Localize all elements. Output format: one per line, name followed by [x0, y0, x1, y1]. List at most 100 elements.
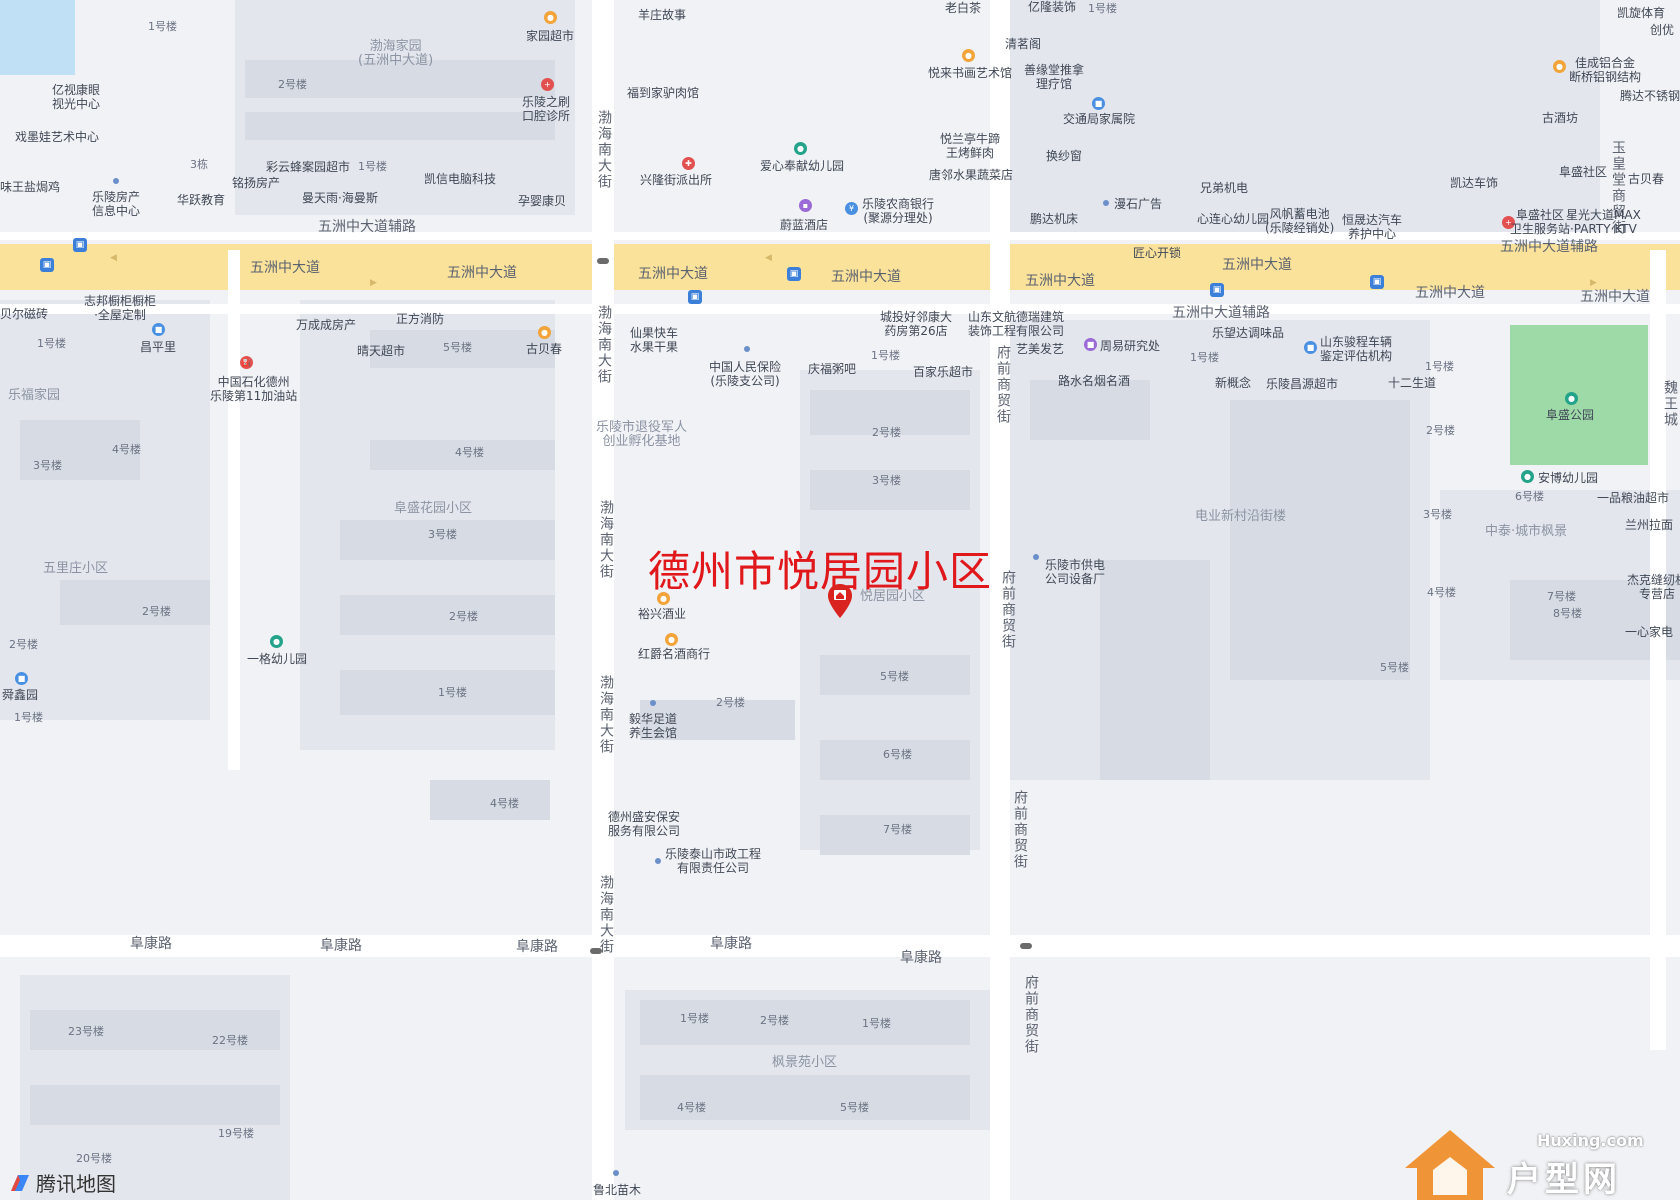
poi-label[interactable]: 一心家电 [1625, 625, 1674, 639]
poi-label[interactable]: 交通局家属院 [1063, 112, 1136, 126]
poi-dot[interactable] [113, 178, 119, 184]
bus-stop-icon[interactable]: ▣ [40, 258, 54, 272]
poi-label[interactable]: 一品粮油超市 [1597, 491, 1670, 505]
poi-label[interactable]: 华跃教育 [177, 193, 226, 207]
poi-label[interactable]: 乐望达调味品 [1212, 326, 1285, 340]
poi-label[interactable]: 路水名烟名酒 [1058, 374, 1131, 388]
fusheng-park[interactable] [1510, 325, 1648, 465]
poi-label[interactable]: 仙果快车 水果干果 [630, 326, 679, 354]
kindergarten-icon[interactable]: ● [1521, 470, 1534, 483]
poi-label[interactable]: 孕婴康贝 [518, 194, 567, 208]
poi-label[interactable]: 福到家驴肉馆 [627, 86, 700, 100]
kindergarten-icon[interactable]: ● [270, 635, 283, 648]
poi-label[interactable]: 阜盛社区 卫生服务站 [1510, 208, 1571, 236]
residence-icon[interactable]: ■ [1092, 97, 1105, 110]
bus-stop-icon[interactable]: ▣ [1370, 275, 1384, 289]
bus-stop-icon[interactable]: ▣ [1210, 283, 1224, 297]
poi-label[interactable]: 乐陵昌源超市 [1266, 377, 1339, 391]
poi-label[interactable]: 中国人民保险 (乐陵支公司) [709, 360, 782, 388]
poi-label[interactable]: 乐陵农商银行 (聚源分理处) [862, 197, 935, 225]
hotel-icon[interactable]: ▪ [799, 199, 812, 212]
poi-label[interactable]: 腾达不锈钢 [1620, 89, 1680, 103]
poi-label[interactable]: 城投好邻康大 药房第26店 [880, 310, 953, 338]
bus-stop-icon[interactable]: ▣ [688, 290, 702, 304]
poi-dot[interactable] [1033, 554, 1039, 560]
poi-label[interactable]: 古酒坊 [1542, 111, 1579, 125]
poi-label[interactable]: 庆福粥吧 [808, 362, 857, 376]
poi-label[interactable]: 风帆蓄电池 (乐陵经销处) [1265, 207, 1335, 235]
poi-label[interactable]: 悦兰亭牛蹄 王烤鲜肉 [940, 132, 1001, 160]
poi-label[interactable]: 古贝春 [1628, 172, 1665, 186]
residence-icon[interactable]: ■ [1084, 338, 1097, 351]
shop-icon[interactable]: ● [665, 633, 678, 646]
poi-label[interactable]: 悦来书画艺术馆 [928, 66, 1013, 80]
poi-label[interactable]: 漫石广告 [1114, 197, 1163, 211]
poi-label[interactable]: 山东文航德瑞建筑 装饰工程有限公司 [968, 310, 1065, 338]
poi-label[interactable]: 凯达车饰 [1450, 176, 1499, 190]
residence-icon[interactable]: ■ [1304, 341, 1317, 354]
poi-label[interactable]: 兴隆街派出所 [640, 173, 713, 187]
bank-icon[interactable]: ¥ [845, 202, 858, 215]
poi-label[interactable]: 舜鑫园 [2, 688, 39, 702]
poi-label[interactable]: 换纱窗 [1046, 149, 1083, 163]
poi-label[interactable]: 贝尔磁砖 [0, 307, 49, 321]
poi-dot[interactable] [650, 700, 656, 706]
poi-label[interactable]: 善缘堂推拿 理疗馆 [1024, 63, 1085, 91]
poi-dot[interactable] [613, 1170, 619, 1176]
poi-label[interactable]: 中国石化德州 乐陵第11加油站 [210, 375, 298, 403]
location-pin-icon[interactable] [828, 584, 852, 622]
poi-label[interactable]: 德州盛安保安 服务有限公司 [608, 810, 681, 838]
bus-stop-icon[interactable]: ▣ [787, 267, 801, 281]
poi-label[interactable]: 一格幼儿园 [247, 652, 308, 666]
poi-label[interactable]: 艺美发艺 [1016, 342, 1065, 356]
poi-label[interactable]: 亿视康眼 视光中心 [52, 83, 101, 111]
poi-label[interactable]: 铭扬房产 [232, 176, 281, 190]
poi-label[interactable]: 鹏达机床 [1030, 212, 1079, 226]
poi-label[interactable]: 戏墨娃艺术中心 [15, 130, 100, 144]
poi-label[interactable]: 恒晟达汽车 养护中心 [1342, 213, 1403, 241]
poi-label[interactable]: 乐陵之刷 口腔诊所 [522, 95, 571, 123]
poi-label[interactable]: 味王盐焗鸡 [0, 180, 61, 194]
poi-dot[interactable] [1103, 200, 1109, 206]
poi-label[interactable]: 十二生道 [1388, 376, 1437, 390]
poi-label[interactable]: 志邦橱柜橱柜 ·全屋定制 [84, 294, 157, 322]
poi-label[interactable]: 兄弟机电 [1200, 181, 1249, 195]
poi-label[interactable]: 凯旋体育 [1617, 6, 1666, 20]
poi-label[interactable]: 星光大道MAX ·PARTY·KTV [1566, 208, 1641, 236]
poi-label[interactable]: 曼天雨·海曼斯 [302, 191, 378, 205]
bus-stop-icon[interactable]: ▣ [73, 238, 87, 252]
poi-label[interactable]: 匠心开锁 [1133, 246, 1182, 260]
poi-label[interactable]: 佳成铝合金 断桥铝钢结构 [1569, 56, 1642, 84]
poi-label[interactable]: 万成成房产 [296, 318, 357, 332]
poi-label[interactable]: 晴天超市 [357, 344, 406, 358]
poi-label[interactable]: 乐陵房产 信息中心 [92, 190, 141, 218]
poi-label[interactable]: 古贝春 [526, 342, 563, 356]
poi-label[interactable]: 清茗阁 [1005, 37, 1042, 51]
poi-label[interactable]: 周易研究处 [1100, 339, 1161, 353]
health-station-icon[interactable]: + [1502, 216, 1515, 229]
poi-label[interactable]: 安博幼儿园 [1538, 471, 1599, 485]
poi-label[interactable]: 彩云蜂案园超市 [266, 160, 351, 174]
poi-label[interactable]: 爱心奉献幼儿园 [760, 159, 845, 173]
residence-icon[interactable]: ■ [152, 323, 165, 336]
poi-label[interactable]: 阜盛公园 [1546, 408, 1595, 422]
poi-label[interactable]: 亿隆装饰 [1028, 0, 1077, 14]
poi-label[interactable]: 正方消防 [396, 312, 445, 326]
police-icon[interactable]: ✚ [682, 157, 695, 170]
kindergarten-icon[interactable]: ● [794, 142, 807, 155]
poi-dot[interactable] [744, 346, 750, 352]
poi-label[interactable]: 鲁北苗木 [593, 1183, 642, 1197]
restaurant-icon[interactable]: ● [544, 11, 557, 24]
poi-label[interactable]: 兰州拉面 [1625, 518, 1674, 532]
poi-label[interactable]: 羊庄故事 [638, 8, 687, 22]
poi-label[interactable]: 裕兴酒业 [638, 607, 687, 621]
shop-icon[interactable]: ● [1553, 60, 1566, 73]
poi-label[interactable]: 创优 [1650, 23, 1675, 37]
poi-label[interactable]: 家园超市 [526, 29, 575, 43]
shop-icon[interactable]: ● [657, 592, 670, 605]
poi-label[interactable]: 蔚蓝酒店 [780, 218, 829, 232]
poi-label[interactable]: 凯信电脑科技 [424, 172, 497, 186]
park-icon[interactable]: ● [1565, 392, 1578, 405]
poi-label[interactable]: 乐陵泰山市政工程 有限责任公司 [665, 847, 762, 875]
